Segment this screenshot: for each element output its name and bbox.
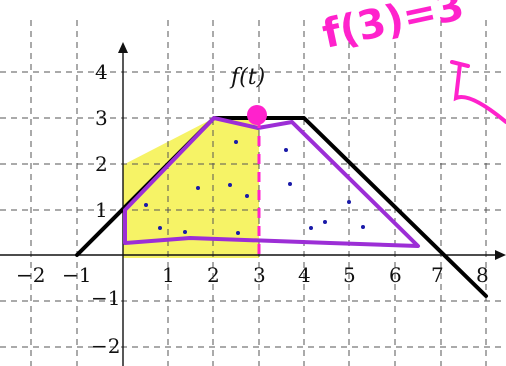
x-tick-label: 1	[162, 263, 175, 287]
marked-point	[247, 105, 267, 125]
region-outline	[123, 116, 420, 248]
region-dots	[144, 140, 365, 235]
x-tick-label: 2	[207, 263, 220, 287]
y-tick-label: 2	[95, 152, 108, 176]
y-tick-label: 1	[95, 198, 108, 222]
x-tick-label: −1	[62, 263, 91, 287]
x-tick-label: 7	[431, 263, 444, 287]
highlight-region	[123, 118, 259, 258]
y-tick-label: −2	[91, 334, 120, 358]
grid	[0, 20, 506, 366]
x-tick-label: 5	[343, 263, 356, 287]
x-tick-label: 6	[389, 263, 402, 287]
x-axis-arrow	[495, 250, 506, 260]
function-title: f(t)	[229, 65, 265, 90]
tick-labels: −2 −1 1 2 3 4 5 6 7 8 4 3 2 1 −1 −2	[16, 60, 489, 358]
handwritten-annotation: f(3)=3	[319, 0, 469, 58]
x-tick-label: 4	[298, 263, 311, 287]
annotation-stroke	[450, 60, 506, 124]
x-tick-label: 8	[476, 263, 489, 287]
x-tick-label: −2	[16, 263, 45, 287]
y-tick-label: 3	[95, 106, 108, 130]
x-tick-label: 3	[253, 263, 266, 287]
y-tick-label: 4	[95, 60, 108, 84]
y-axis-arrow	[118, 42, 128, 53]
y-tick-label: −1	[91, 286, 120, 310]
